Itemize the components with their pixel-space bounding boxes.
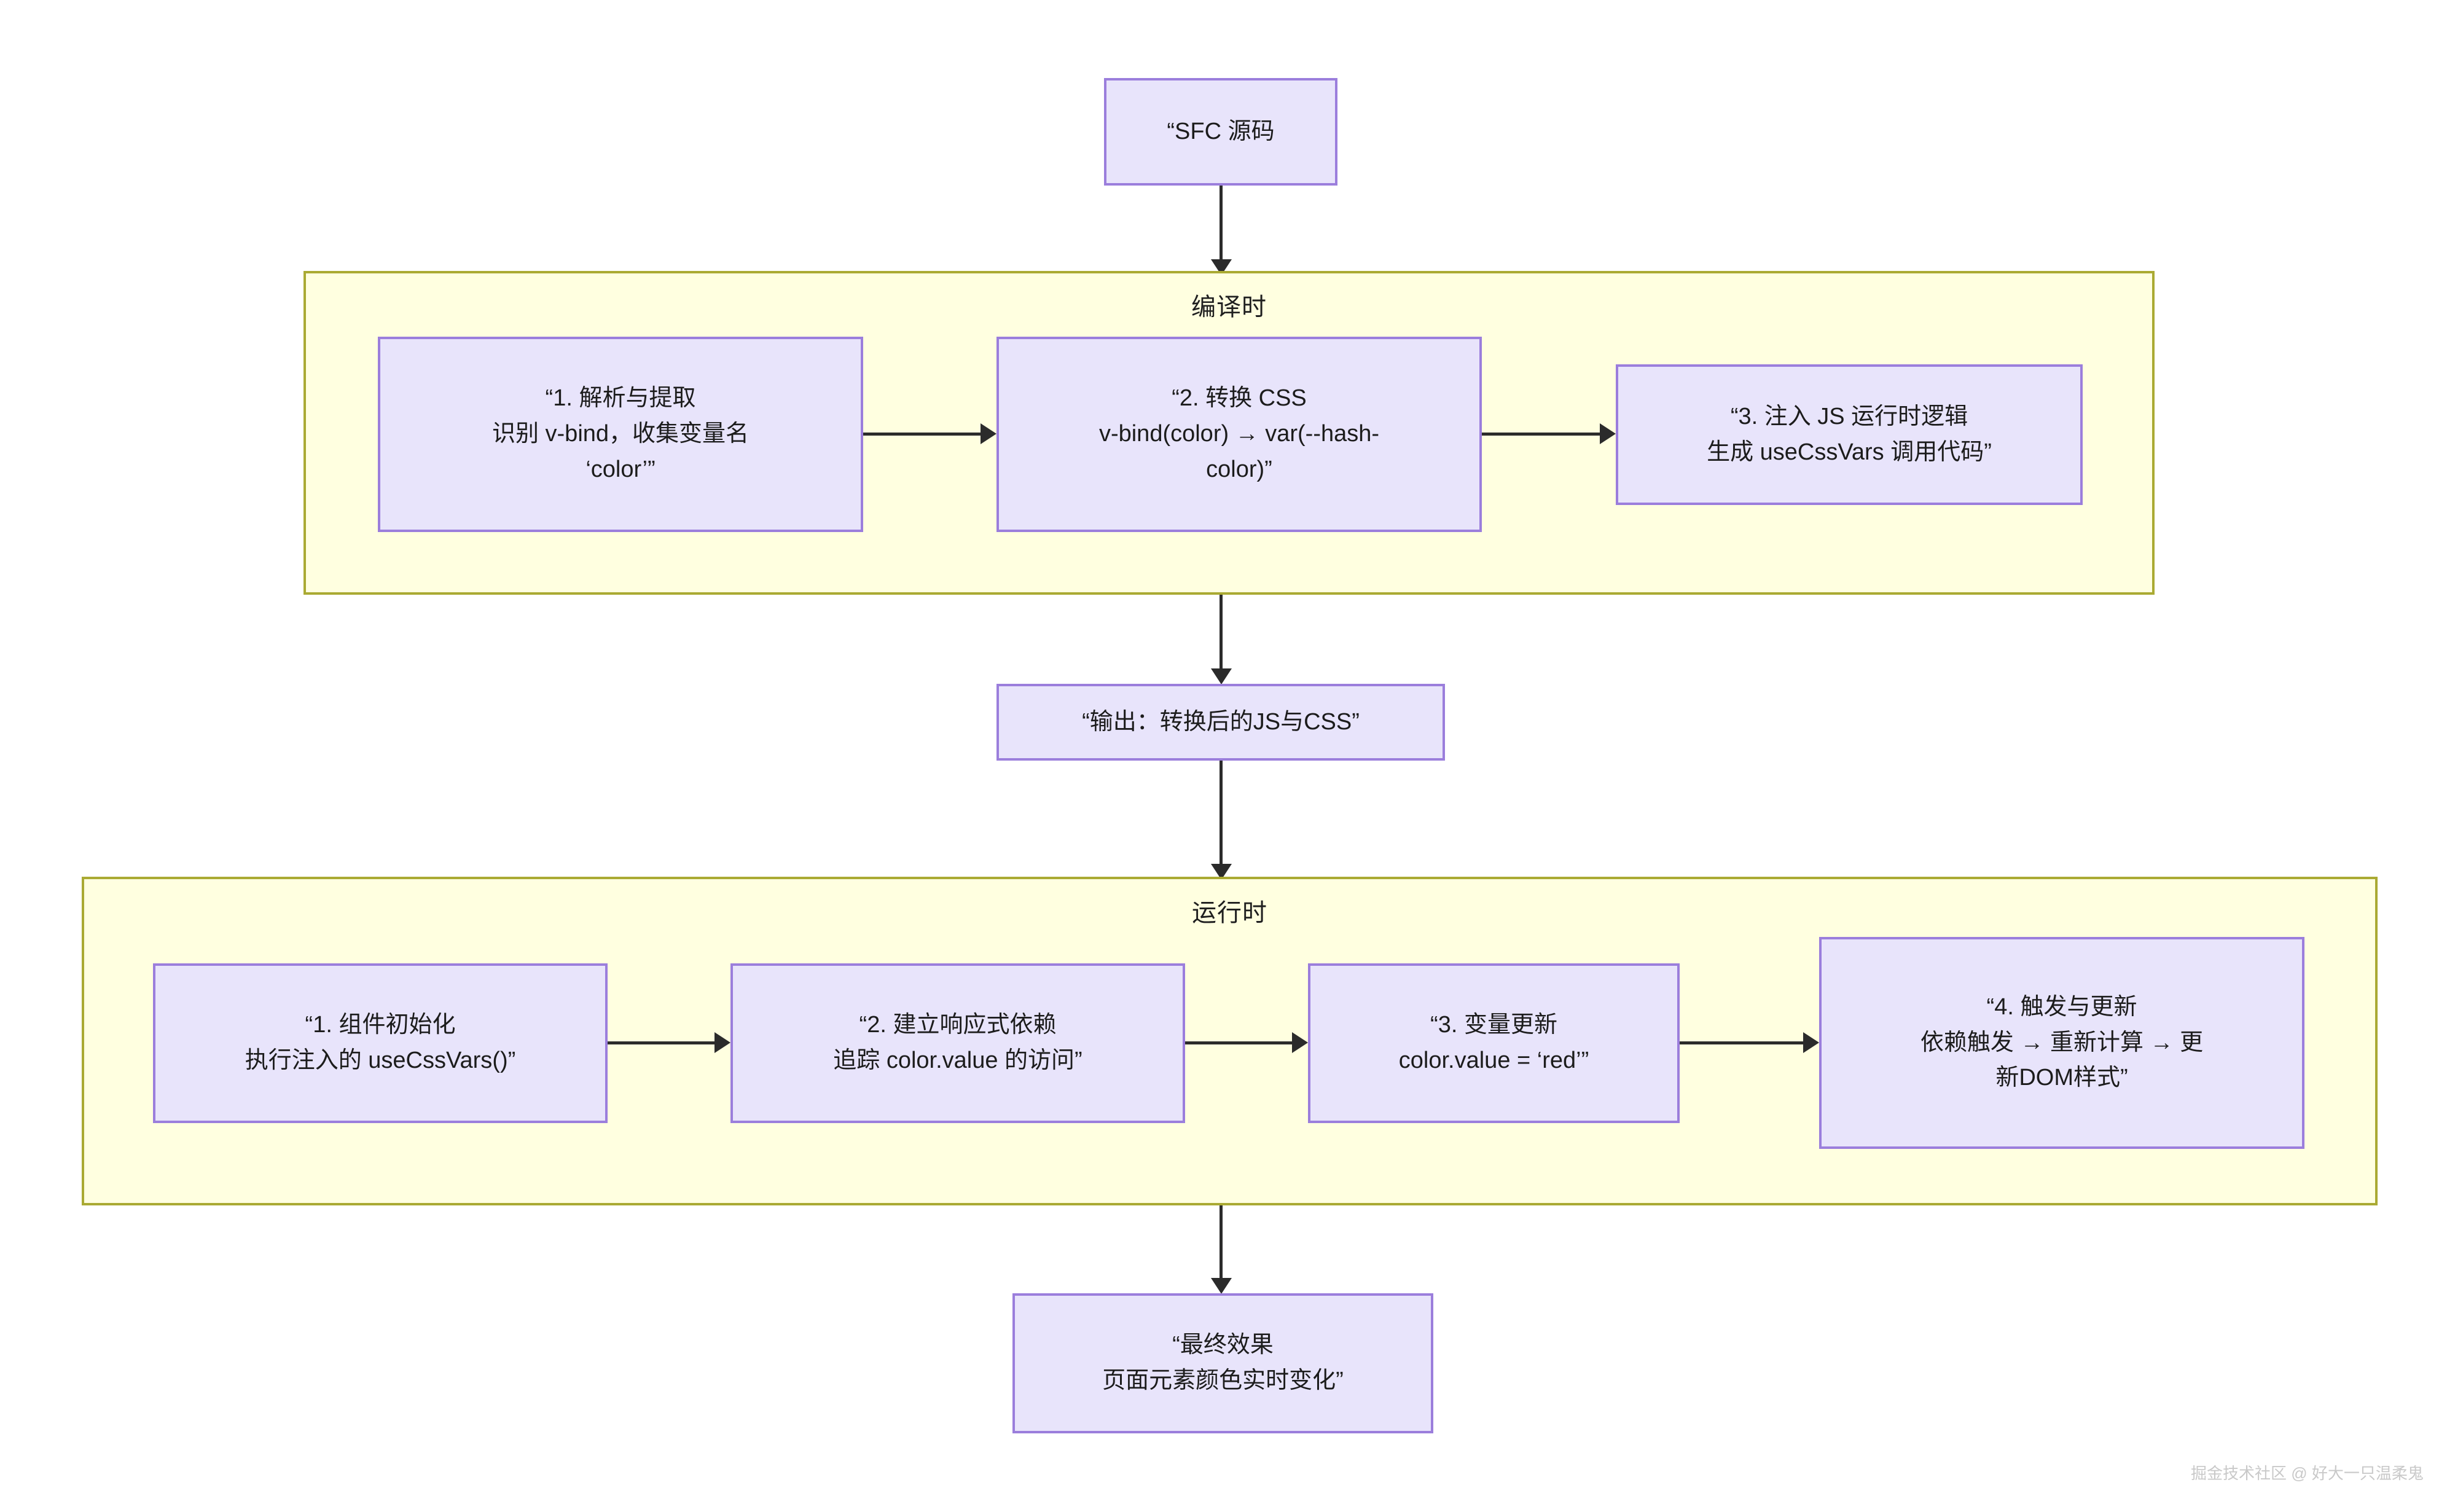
edge-output-to-runtime (1220, 761, 1223, 871)
watermark: 掘金技术社区 @ 好大一只温柔鬼 (2191, 1464, 2424, 1483)
edge-runtime-3-to-4-arrowhead (1803, 1032, 1819, 1053)
edge-compile-1-to-2 (863, 433, 993, 436)
node-runtime-step2-line-0: “2. 建立响应式依赖 (859, 1012, 1057, 1038)
node-compile-step2-line-2: color)” (1206, 456, 1272, 482)
node-output[interactable]: “输出：转换后的JS与CSS” (996, 684, 1445, 761)
node-runtime-step1[interactable]: “1. 组件初始化 执行注入的 useCssVars()” (153, 963, 608, 1123)
node-compile-step2[interactable]: “2. 转换 CSS v-bind(color) → var(--hash- c… (996, 337, 1482, 532)
edge-compile-1-to-2-arrowhead (981, 423, 996, 444)
edge-compile-2-to-3-arrowhead (1600, 423, 1616, 444)
edge-runtime-3-to-4 (1680, 1041, 1809, 1044)
node-output-line-0: “输出：转换后的JS与CSS” (1082, 708, 1360, 735)
edge-runtime-2-to-3 (1185, 1041, 1298, 1044)
subgraph-runtime-title: 运行时 (1192, 899, 1267, 926)
edge-compile-to-output-arrowhead (1211, 668, 1232, 684)
node-final-effect-line-0: “最终效果 (1172, 1332, 1274, 1358)
node-compile-step1-line-0: “1. 解析与提取 (545, 385, 696, 412)
node-runtime-step1-line-1: 执行注入的 useCssVars()” (245, 1048, 516, 1073)
node-compile-step2-line-0: “2. 转换 CSS (1172, 385, 1307, 412)
node-runtime-step3-line-1: color.value = ‘red’” (1398, 1048, 1589, 1073)
node-compile-step1-line-1: 识别 v-bind，收集变量名 (491, 421, 750, 447)
edge-runtime-1-to-2-arrowhead (715, 1032, 730, 1053)
subgraph-compile-time-title: 编译时 (1191, 294, 1267, 321)
node-runtime-step3[interactable]: “3. 变量更新 color.value = ‘red’” (1308, 963, 1680, 1123)
node-runtime-step4-line-1: 依赖触发 → 重新计算 → 更 (1920, 1029, 2204, 1056)
edge-sfc-to-compile (1220, 186, 1223, 267)
node-runtime-step2-line-1: 追踪 color.value 的访问” (833, 1048, 1083, 1073)
node-final-effect-line-1: 页面元素颜色实时变化” (1102, 1368, 1344, 1393)
edge-runtime-1-to-2 (608, 1041, 721, 1044)
node-compile-step1-line-2: ‘color’” (585, 456, 656, 482)
node-runtime-step2[interactable]: “2. 建立响应式依赖 追踪 color.value 的访问” (730, 963, 1185, 1123)
node-compile-step2-line-1: v-bind(color) → var(--hash- (1098, 421, 1380, 447)
node-sfc-source[interactable]: “SFC 源码 (1104, 78, 1337, 186)
node-sfc-source-line-0: “SFC 源码 (1167, 118, 1275, 144)
node-runtime-step4[interactable]: “4. 触发与更新 依赖触发 → 重新计算 → 更 新DOM样式” (1819, 937, 2304, 1149)
edge-runtime-to-final (1220, 1205, 1223, 1286)
edge-runtime-to-final-arrowhead (1211, 1278, 1232, 1294)
node-compile-step3-line-1: 生成 useCssVars 调用代码” (1707, 439, 1992, 465)
edge-compile-2-to-3 (1482, 433, 1613, 436)
node-compile-step3-line-0: “3. 注入 JS 运行时逻辑 (1730, 403, 1968, 429)
node-compile-step1[interactable]: “1. 解析与提取 识别 v-bind，收集变量名 ‘color’” (378, 337, 863, 532)
edge-runtime-2-to-3-arrowhead (1292, 1032, 1308, 1053)
edge-compile-to-output (1220, 595, 1223, 676)
node-runtime-step4-line-2: 新DOM样式” (1995, 1065, 2128, 1091)
node-runtime-step1-line-0: “1. 组件初始化 (305, 1012, 456, 1038)
node-runtime-step3-line-0: “3. 变量更新 (1430, 1012, 1557, 1038)
node-runtime-step4-line-0: “4. 触发与更新 (1986, 993, 2137, 1020)
node-compile-step3[interactable]: “3. 注入 JS 运行时逻辑 生成 useCssVars 调用代码” (1616, 364, 2083, 505)
node-final-effect[interactable]: “最终效果 页面元素颜色实时变化” (1012, 1293, 1433, 1433)
